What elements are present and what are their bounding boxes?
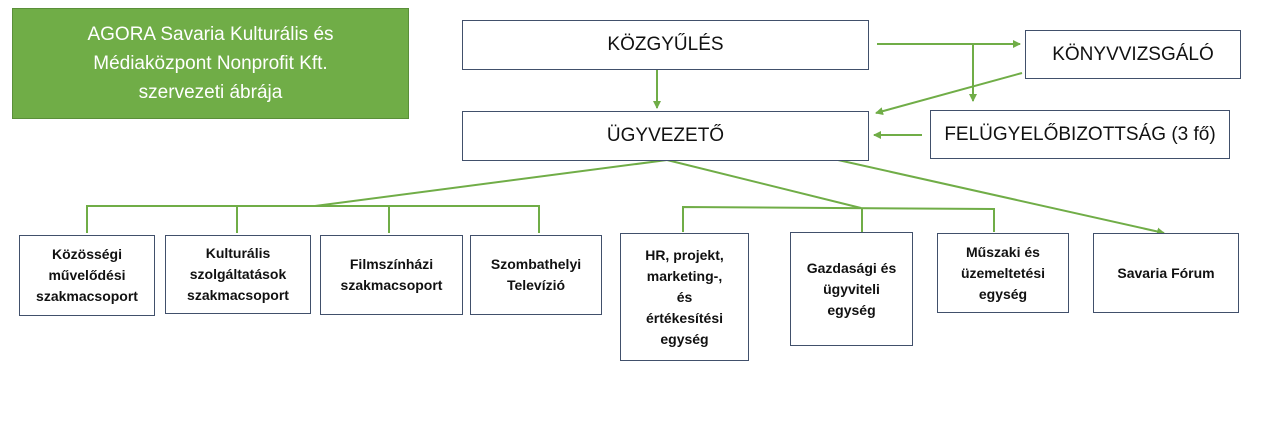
box-label: ÜGYVEZETŐ [606, 125, 725, 146]
unit-label-line: marketing-, [646, 267, 723, 284]
unit-label-line: Közösségi [51, 246, 122, 262]
bus-mid [682, 205, 995, 232]
box-kozgyules: KÖZGYŰLÉS [462, 20, 869, 70]
unit-label-line: művelődési [48, 267, 126, 283]
unit-label-line: szakmacsoport [340, 277, 443, 293]
unit-label-line: ügyviteli [823, 280, 880, 297]
unit-label-line: HR, projekt, [645, 246, 724, 263]
unit-box: Közösségi művelődési szakmacsoport [19, 235, 155, 316]
unit-label-line: Televízió [506, 277, 566, 293]
chart-title: AGORA Savaria Kulturális és Médiaközpont … [12, 8, 409, 119]
unit-label-line: egység [660, 330, 709, 347]
unit-label-line: Savaria Fórum [1117, 264, 1215, 281]
branch-left [314, 159, 668, 207]
unit-label-line: szakmacsoport [36, 288, 138, 304]
unit-box: Filmszínházi szakmacsoport [320, 235, 463, 315]
unit-label-line: és [676, 288, 693, 305]
title-line: AGORA Savaria Kulturális és [87, 24, 334, 45]
box-konyvvizsgalo: KÖNYVVIZSGÁLÓ [1025, 30, 1241, 79]
box-label: KÖZGYŰLÉS [607, 34, 724, 55]
unit-box: Kulturális szolgáltatások szakmacsoport [165, 235, 311, 314]
unit-label-line: értékesítési [645, 309, 724, 326]
unit-box: Gazdasági és ügyviteli egység [790, 232, 913, 346]
bus-left [86, 205, 540, 233]
unit-label-line: egység [978, 285, 1028, 302]
unit-box: Műszaki és üzemeltetési egység [937, 233, 1069, 313]
box-ugyvezeto: ÜGYVEZETŐ [462, 111, 869, 161]
box-label: KÖNYVVIZSGÁLÓ [1052, 43, 1214, 65]
unit-label-line: Filmszínházi [349, 256, 434, 272]
unit-label-line: Kulturális [205, 245, 271, 261]
title-line: Médiaközpont Nonprofit Kft. [93, 53, 328, 74]
arrow-savaria-forum [837, 159, 1165, 236]
box-label: FELÜGYELŐBIZOTTSÁG (3 fő) [944, 123, 1216, 145]
unit-label-line: szolgáltatások [189, 266, 287, 282]
unit-label-line: Műszaki és [966, 243, 1040, 260]
unit-label-line: Szombathelyi [490, 256, 582, 272]
unit-label-line: Gazdasági és [806, 259, 897, 276]
arrow-konyvvizsgalo-ugyvezeto [875, 72, 1023, 116]
branch-mid [666, 159, 862, 209]
unit-box: Savaria Fórum [1093, 233, 1239, 313]
box-felugyelobizottsag: FELÜGYELŐBIZOTTSÁG (3 fő) [930, 110, 1230, 159]
unit-label-line: üzemeltetési [960, 264, 1046, 281]
unit-label-line: egység [827, 301, 876, 318]
title-line: szervezeti ábrája [138, 82, 283, 103]
unit-label-line: szakmacsoport [187, 287, 289, 303]
unit-box: HR, projekt, marketing-, és értékesítési egy… [620, 233, 749, 361]
